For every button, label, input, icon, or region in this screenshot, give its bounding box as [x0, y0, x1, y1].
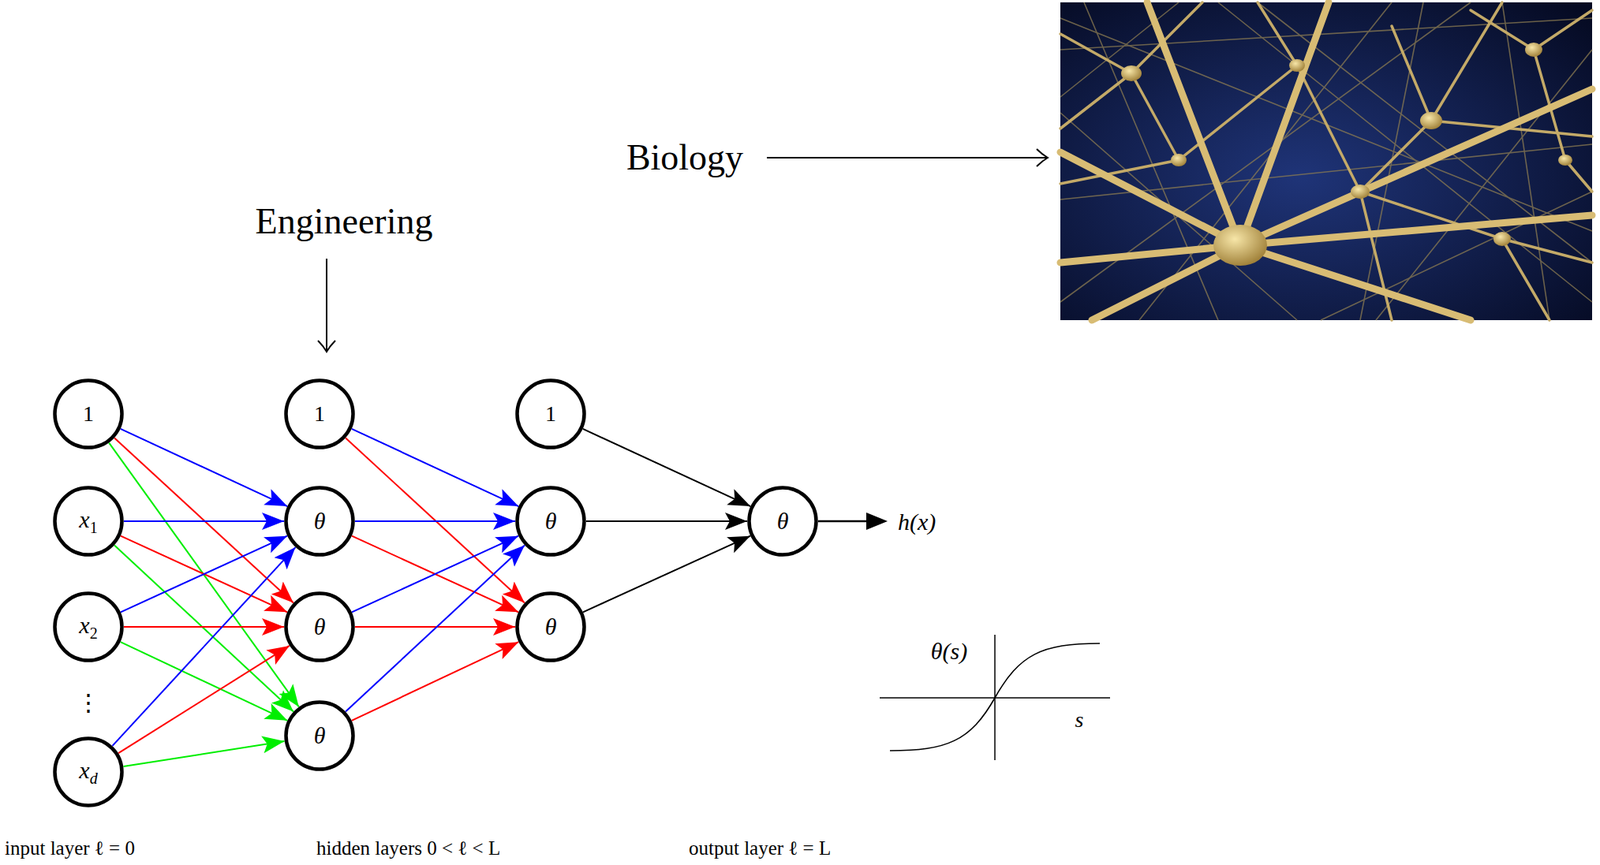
- weight-connector: [351, 642, 520, 722]
- ellipsis-dots: ⋮: [76, 689, 101, 716]
- neuron-circle: x1: [52, 485, 124, 558]
- pointer-arrow: [766, 149, 1048, 167]
- weight-connector: [120, 536, 288, 614]
- weight-connector: [583, 536, 751, 614]
- node-label: 1: [545, 403, 557, 426]
- output-arrow: [818, 512, 888, 531]
- neuron-illustration: [1060, 2, 1593, 321]
- weight-connector: [123, 520, 285, 523]
- sigmoid-plot: [879, 635, 1111, 761]
- neuron-circle: θ: [747, 485, 819, 558]
- node-label: θ: [314, 724, 326, 748]
- neuron-circle: 1: [284, 378, 356, 450]
- weight-connector: [586, 520, 748, 523]
- node-label: 1: [82, 403, 94, 426]
- weight-connector: [345, 438, 525, 604]
- neuron-circle: 1: [515, 378, 587, 450]
- weight-connector: [118, 646, 290, 754]
- neuron-circle: xd: [52, 736, 124, 808]
- node-label: x1: [78, 508, 98, 536]
- node-label: xd: [78, 758, 98, 787]
- weight-connector: [355, 520, 516, 523]
- weight-connector: [123, 741, 285, 767]
- axis-label: s: [1075, 708, 1085, 733]
- weight-connector: [345, 545, 525, 713]
- neuron-circle: θ: [284, 485, 356, 558]
- section-heading: Biology: [626, 138, 744, 179]
- node-label: θ: [314, 509, 326, 534]
- node-label: θ: [545, 615, 558, 640]
- neuron-circle: x2: [52, 591, 124, 663]
- neuron-circle: θ: [515, 485, 587, 558]
- node-label: θ: [545, 509, 558, 534]
- weight-connector: [583, 429, 751, 507]
- weight-connector: [114, 545, 294, 713]
- layer-caption: output layer ℓ = L: [688, 837, 831, 860]
- node-label: θ: [777, 509, 789, 534]
- weight-connector: [123, 626, 285, 629]
- output-label: h(x): [897, 508, 936, 535]
- neuron-circle: θ: [284, 700, 356, 772]
- weight-connector: [120, 642, 288, 722]
- node-label: θ: [314, 615, 326, 640]
- layer-caption: input layer ℓ = 0: [4, 837, 135, 860]
- node-label: x2: [78, 613, 98, 642]
- neuron-circle: θ: [515, 591, 587, 663]
- neuron-circle: 1: [52, 378, 124, 450]
- section-heading: Engineering: [255, 201, 434, 243]
- neuron-circle: θ: [284, 591, 356, 663]
- pointer-arrow: [317, 258, 336, 352]
- axis-label: θ(s): [930, 638, 968, 665]
- weight-connector: [112, 547, 296, 747]
- layer-caption: hidden layers 0 < ℓ < L: [316, 837, 501, 860]
- node-label: 1: [314, 403, 326, 426]
